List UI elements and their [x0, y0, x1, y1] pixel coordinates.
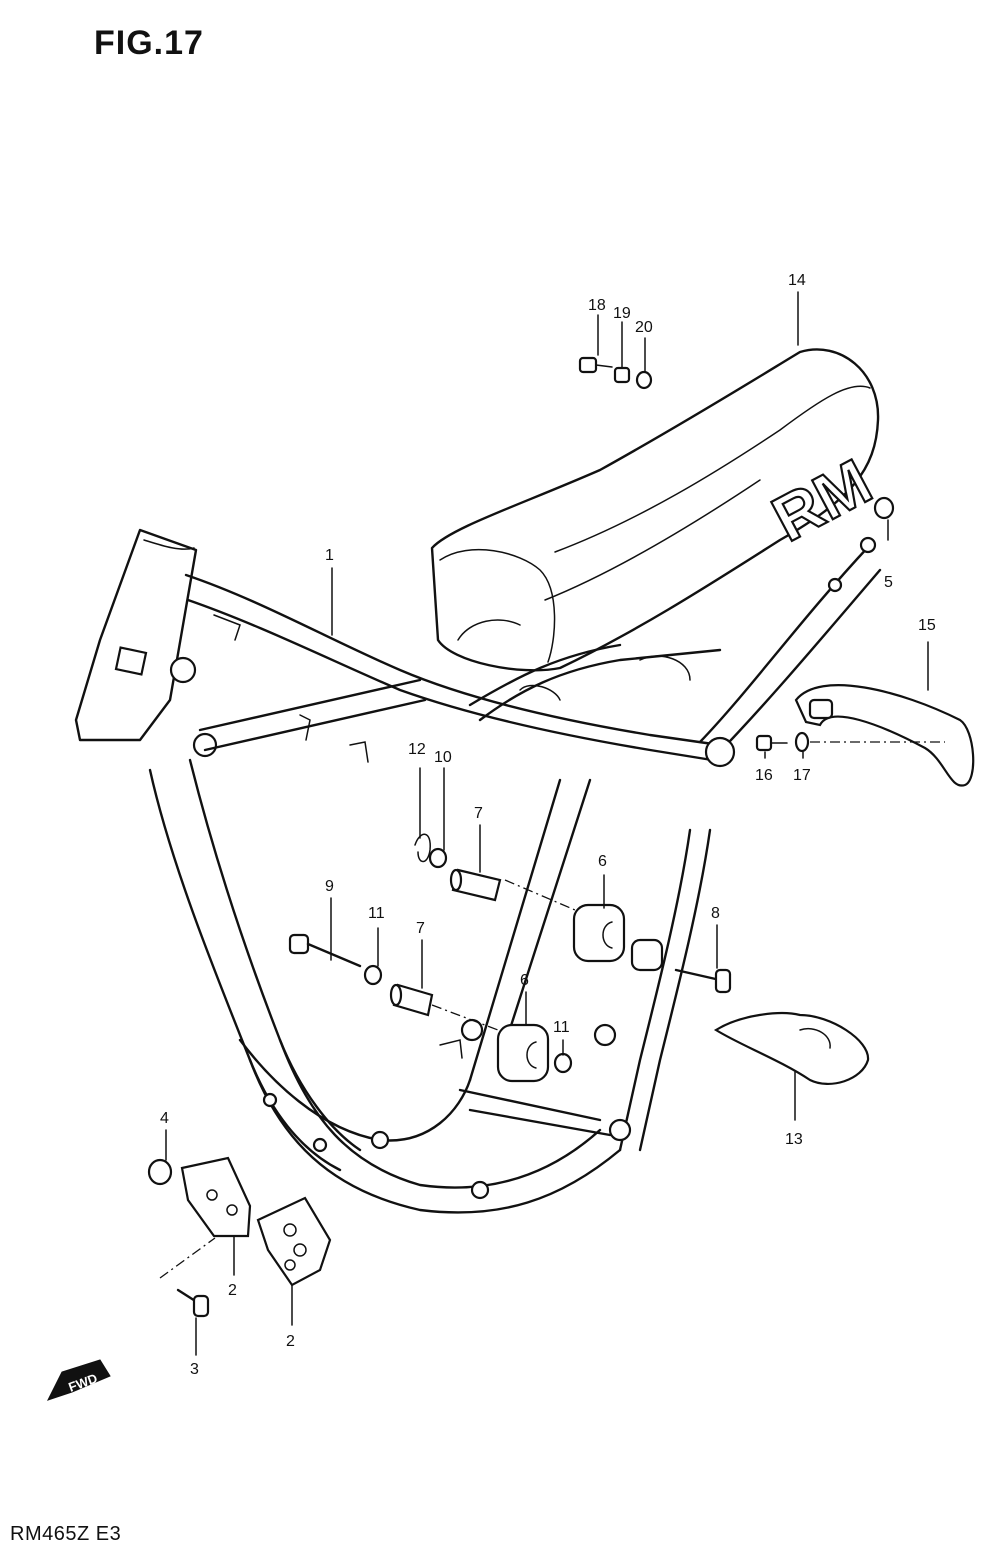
frame: [74, 528, 882, 1214]
part-20-washer: [635, 370, 653, 390]
part-16-bolt: [755, 734, 788, 752]
callout-6-lower: 6: [520, 972, 529, 989]
model-code: RM465Z E3: [10, 1523, 122, 1545]
part-10-washer: [428, 847, 448, 869]
part-6-bushing-lower: [496, 1023, 550, 1083]
callout-9: 9: [325, 878, 334, 895]
part-2-plate-lower: [256, 1196, 332, 1287]
callout-7-upper: 7: [474, 805, 483, 822]
callout-20: 20: [635, 319, 653, 336]
callout-17: 17: [793, 767, 811, 784]
part-13-plate: [713, 1012, 870, 1085]
part-3-bolt: [176, 1288, 210, 1318]
callout-18: 18: [588, 297, 606, 314]
part-17-washer: [794, 731, 810, 753]
callout-7-lower: 7: [416, 920, 425, 937]
part-18-bolt: [578, 356, 613, 374]
callout-2-upper: 2: [228, 1282, 237, 1299]
part-5-cap: [873, 496, 895, 520]
part-9-bolt: [288, 933, 362, 968]
callout-1: 1: [325, 547, 334, 564]
part-15-handle: [794, 684, 975, 787]
callout-12: 12: [408, 741, 426, 758]
part-7-collar-lower: [389, 983, 434, 1017]
callout-11-upper: 11: [368, 905, 385, 922]
callout-19: 19: [613, 305, 631, 322]
callout-14: 14: [788, 272, 806, 289]
part-11-washer-b: [553, 1052, 573, 1074]
part-12-clip: [414, 833, 431, 863]
callout-13: 13: [785, 1131, 803, 1148]
callout-8: 8: [711, 905, 720, 922]
part-4-cap: [147, 1158, 173, 1186]
callout-2-lower: 2: [286, 1333, 295, 1350]
part-2-plate-upper: [180, 1156, 252, 1238]
callout-11-lower: 11: [553, 1019, 570, 1036]
frame-tag: [114, 646, 148, 676]
part-11-washer-a: [363, 964, 383, 986]
callout-3: 3: [190, 1361, 199, 1378]
part-6-bushing-upper: [572, 903, 626, 963]
callout-6-upper: 6: [598, 853, 607, 870]
part-7-collar-upper: [449, 868, 502, 902]
callout-labels: 1 2 2 3 4 5 6 6 7 7 8 9 10 11 11 12 13 1…: [160, 272, 936, 1378]
callout-10: 10: [434, 749, 452, 766]
part-19-nut: [613, 366, 631, 384]
fwd-arrow-icon: FWD: [47, 1359, 111, 1401]
callout-5: 5: [884, 574, 893, 591]
seat: RM: [430, 348, 884, 672]
figure-title: FIG.17: [94, 24, 204, 62]
part-8-bolt: [630, 938, 732, 994]
callout-15: 15: [918, 617, 936, 634]
callout-4: 4: [160, 1110, 169, 1127]
callout-16: 16: [755, 767, 773, 784]
